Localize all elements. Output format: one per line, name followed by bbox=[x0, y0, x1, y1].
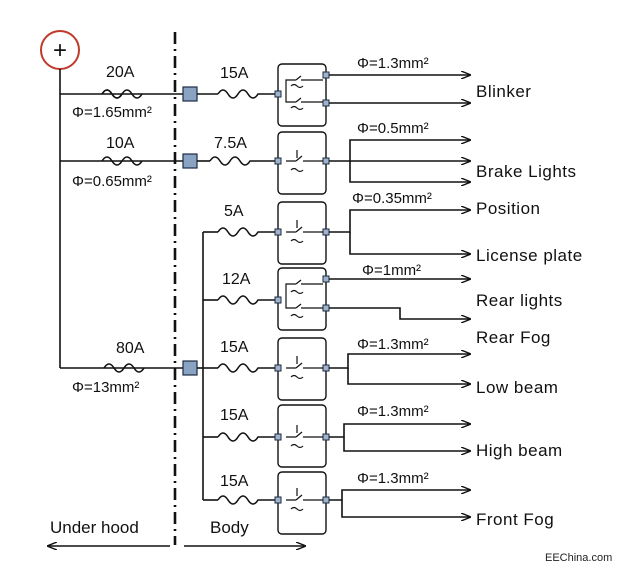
output-label: Position bbox=[476, 199, 540, 218]
output-label: Brake Lights bbox=[476, 162, 577, 181]
circuit-wire-label: Φ=1.3mm² bbox=[357, 336, 429, 353]
feed-fuse-label: 80A bbox=[116, 340, 145, 357]
zone-label-under-hood: Under hood bbox=[50, 518, 139, 537]
fuse-icon bbox=[217, 227, 278, 237]
connector-icon bbox=[182, 153, 198, 169]
output-arrow bbox=[329, 424, 470, 438]
circuit-wire-label: Φ=1.3mm² bbox=[357, 403, 429, 420]
battery-positive-icon: + bbox=[40, 30, 80, 70]
circuit-fuse-label: 15A bbox=[220, 339, 249, 356]
relay-icon bbox=[274, 404, 330, 468]
relay-icon bbox=[274, 267, 330, 331]
output-arrow bbox=[329, 490, 470, 501]
fuse-icon bbox=[217, 363, 278, 373]
fuse-icon bbox=[217, 89, 278, 99]
feed-wire-label: Φ=1.65mm² bbox=[72, 104, 152, 121]
output-arrow bbox=[347, 368, 470, 384]
fuse-icon bbox=[103, 363, 145, 373]
output-label: Rear Fog bbox=[476, 328, 551, 347]
output-label: Rear lights bbox=[476, 291, 563, 310]
zone-label-body: Body bbox=[210, 518, 249, 537]
fuse-icon bbox=[217, 432, 278, 442]
output-label: Blinker bbox=[476, 82, 531, 101]
fuse-icon bbox=[217, 495, 278, 505]
circuit-fuse-label: 15A bbox=[220, 65, 249, 82]
circuit-wire-label: Φ=1mm² bbox=[362, 262, 421, 279]
output-label: License plate bbox=[476, 246, 583, 265]
circuit-fuse-label: 15A bbox=[220, 473, 249, 490]
output-arrow bbox=[329, 307, 470, 319]
output-arrow bbox=[329, 140, 470, 162]
output-arrow bbox=[343, 437, 470, 451]
fuse-icon bbox=[101, 89, 143, 99]
relay-icon bbox=[274, 63, 330, 127]
circuit-wire-label: Φ=1.3mm² bbox=[357, 55, 429, 72]
circuit-fuse-label: 7.5A bbox=[214, 135, 247, 152]
connector-icon bbox=[182, 86, 198, 102]
output-label: Low beam bbox=[476, 378, 558, 397]
output-arrow bbox=[349, 232, 470, 254]
circuit-fuse-label: 12A bbox=[222, 271, 251, 288]
relay-icon bbox=[274, 337, 330, 401]
relay-icon bbox=[274, 131, 330, 195]
watermark: EEChina.com bbox=[545, 552, 612, 564]
circuit-fuse-label: 15A bbox=[220, 407, 249, 424]
circuit-wire-label: Φ=0.5mm² bbox=[357, 120, 429, 137]
relay-icon bbox=[274, 471, 330, 535]
fuse-icon bbox=[217, 295, 278, 305]
feed-wire-label: Φ=0.65mm² bbox=[72, 173, 152, 190]
battery-symbol: + bbox=[53, 37, 67, 64]
circuit-wire-label: Φ=1.3mm² bbox=[357, 470, 429, 487]
feed-fuse-label: 10A bbox=[106, 135, 135, 152]
output-label: High beam bbox=[476, 441, 563, 460]
fuse-icon bbox=[101, 156, 143, 166]
output-arrow bbox=[341, 500, 470, 517]
circuit-fuse-label: 5A bbox=[224, 203, 244, 220]
output-arrow bbox=[349, 161, 470, 182]
fuse-icon bbox=[209, 156, 278, 166]
output-arrow bbox=[329, 210, 470, 233]
circuit-wire-label: Φ=0.35mm² bbox=[352, 190, 432, 207]
relay-icon bbox=[274, 201, 330, 265]
feed-fuse-label: 20A bbox=[106, 64, 135, 81]
output-label: Front Fog bbox=[476, 510, 554, 529]
connector-icon bbox=[182, 360, 198, 376]
feed-wire-label: Φ=13mm² bbox=[72, 379, 139, 396]
output-arrow bbox=[329, 354, 470, 369]
